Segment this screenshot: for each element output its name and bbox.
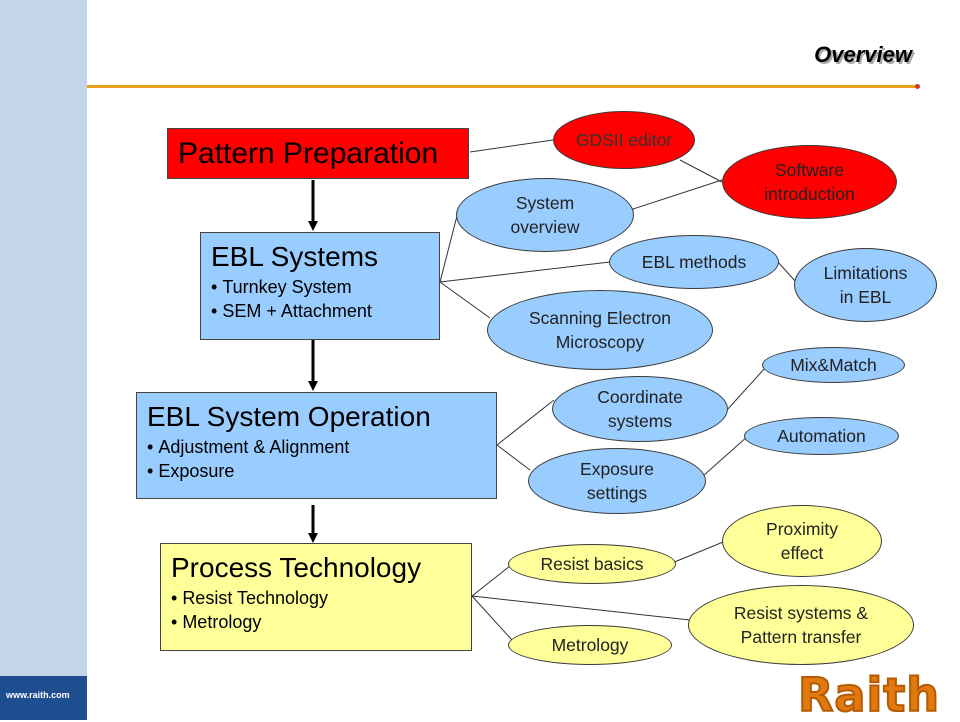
connector-line — [629, 179, 723, 211]
resist-basics-topic: Resist basics — [508, 544, 676, 584]
metrology-topic: Metrology — [508, 625, 672, 665]
sidebar-footer — [0, 676, 87, 720]
mix-match-topic: Mix&Match — [762, 347, 905, 383]
ebl-system-operation-box: EBL System Operation Adjustment & Alignm… — [136, 392, 497, 499]
connector-line — [702, 435, 749, 477]
process-technology-item: Resist Technology — [171, 586, 461, 610]
connector-line — [439, 211, 459, 283]
connector-line — [777, 261, 797, 283]
process-technology-item: Metrology — [171, 610, 461, 634]
software-introduction-topic: Software introduction — [722, 145, 897, 219]
connector-line — [726, 367, 766, 411]
header-divider — [87, 85, 917, 88]
process-technology-box: Process Technology Resist Technology Met… — [160, 543, 472, 651]
connector-line — [471, 565, 511, 597]
connector-line — [679, 159, 723, 183]
connector-line — [439, 261, 611, 283]
gdsii-editor-topic: GDSII editor — [553, 111, 695, 169]
process-technology-title: Process Technology — [171, 552, 422, 583]
sidebar-panel — [0, 0, 87, 720]
coordinate-systems-topic: Coordinate systems — [552, 376, 728, 442]
ebl-systems-item: Turnkey System — [211, 275, 429, 299]
connector-line — [471, 595, 691, 621]
limitations-in-ebl-topic: Limitations in EBL — [794, 248, 937, 322]
website-url[interactable]: www.raith.com — [6, 690, 70, 700]
exposure-settings-topic: Exposure settings — [528, 448, 706, 514]
automation-topic: Automation — [744, 417, 899, 455]
pattern-preparation-title: Pattern Preparation — [178, 137, 439, 170]
ebl-operation-item: Exposure — [147, 459, 486, 483]
raith-logo: Raith — [797, 667, 940, 722]
ebl-systems-title: EBL Systems — [211, 241, 379, 272]
connector-line — [496, 399, 555, 446]
pattern-preparation-box: Pattern Preparation — [167, 128, 469, 179]
ebl-systems-box: EBL Systems Turnkey System SEM + Attachm… — [200, 232, 440, 340]
system-overview-topic: System overview — [456, 178, 634, 252]
ebl-system-operation-title: EBL System Operation — [147, 401, 431, 432]
ebl-operation-item: Adjustment & Alignment — [147, 435, 486, 459]
connector-line — [471, 595, 513, 641]
connector-line — [671, 539, 729, 564]
header-divider-dot — [915, 84, 920, 89]
connector-line — [439, 281, 491, 319]
proximity-effect-topic: Proximity effect — [722, 505, 882, 577]
connector-line — [469, 139, 554, 153]
resist-systems-pattern-transfer-topic: Resist systems & Pattern transfer — [688, 585, 914, 665]
scanning-electron-microscopy-topic: Scanning Electron Microscopy — [487, 290, 713, 370]
ebl-systems-item: SEM + Attachment — [211, 299, 429, 323]
ebl-methods-topic: EBL methods — [609, 235, 779, 289]
connector-line — [496, 444, 531, 471]
page-title: Overview — [814, 42, 912, 67]
